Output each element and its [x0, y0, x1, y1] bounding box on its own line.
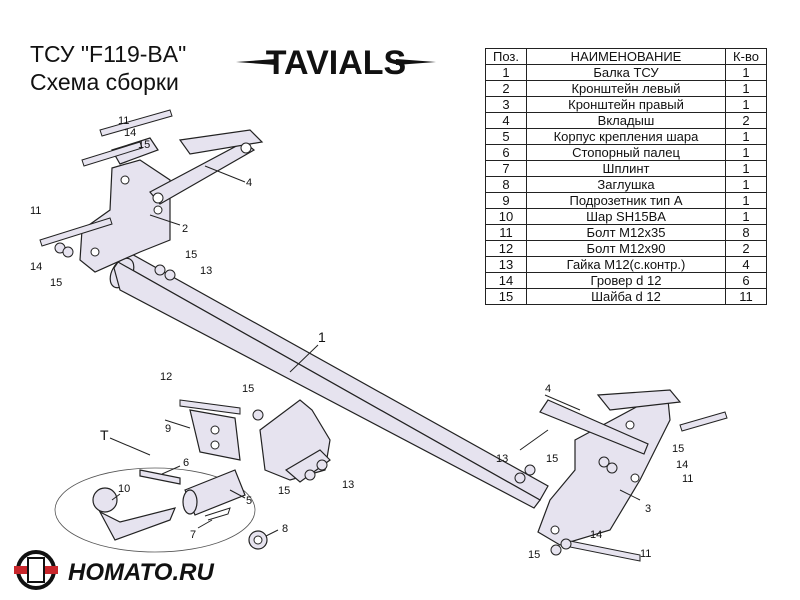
title-model: ТСУ "F119-BA"	[30, 41, 187, 67]
leader-lines	[109, 165, 641, 537]
homato-logo: HOMATO.RU	[14, 550, 214, 590]
tavials-logo: TAVIALS	[236, 44, 436, 82]
callout-11-b: 11	[30, 205, 41, 217]
cell-pos: 13	[485, 256, 527, 273]
callout-11-d: 11	[640, 548, 651, 560]
cell-qty: 11	[725, 288, 767, 305]
callout-15-f: 15	[546, 453, 558, 465]
cell-name: Болт М12х90	[526, 240, 726, 257]
right-insert	[519, 399, 649, 455]
callout-15-b: 15	[50, 277, 62, 289]
callout-15-a: 15	[138, 139, 150, 151]
callout-13-b: 13	[496, 453, 508, 465]
callout-9: 9	[165, 423, 171, 435]
callout-11-c: 11	[682, 473, 693, 485]
left-bracket	[79, 137, 171, 273]
cell-qty: 1	[725, 160, 767, 177]
callout-5: 5	[246, 495, 252, 507]
callout-2: 2	[182, 223, 188, 235]
cell-pos: 10	[485, 208, 527, 225]
cotter-pin	[204, 507, 231, 521]
callout-15-g: 15	[672, 443, 684, 455]
header-pos: Поз.	[485, 48, 527, 65]
callout-15-d: 15	[242, 383, 254, 395]
callout-7: 7	[190, 529, 196, 541]
callout-10: 10	[118, 483, 130, 495]
callout-13-a: 13	[200, 265, 212, 277]
callout-14-d: 14	[590, 529, 602, 541]
site-name: HOMATO.RU	[68, 559, 214, 586]
callout-14-c: 14	[676, 459, 688, 471]
callout-T: T	[100, 427, 109, 443]
callout-6: 6	[183, 457, 189, 469]
callout-14-a: 14	[124, 127, 136, 139]
callout-15-h: 15	[528, 549, 540, 561]
homato-emblem-icon	[14, 550, 58, 590]
callout-3: 3	[645, 503, 651, 515]
title-subtitle: Схема сборки	[30, 69, 179, 95]
cell-pos: 14	[485, 272, 527, 289]
callout-15-e: 15	[278, 485, 290, 497]
callout-12: 12	[160, 371, 172, 383]
callout-4-left: 4	[246, 177, 252, 189]
cell-name: Кронштейн левый	[526, 80, 726, 97]
callout-11-a: 11	[118, 115, 129, 127]
fasteners	[39, 109, 728, 562]
callouts: 1 2 3 4 4 5 6 7 8 9 10 11 11 11 11 12 13…	[30, 115, 693, 561]
callout-15-c: 15	[185, 249, 197, 261]
socket-bracket	[189, 409, 241, 461]
table-header-row: Поз. НАИМЕНОВАНИЕ К-во	[485, 48, 767, 65]
callout-1: 1	[318, 329, 326, 345]
cell-name: Шайба d 12	[526, 288, 726, 305]
tow-ball	[92, 487, 177, 541]
callout-8: 8	[282, 523, 288, 535]
cell-name: Кронштейн правый	[526, 96, 726, 113]
brand-name: TAVIALS	[266, 44, 406, 82]
ball-housing	[182, 469, 246, 516]
assembly-group-outline	[54, 467, 256, 553]
right-bracket	[537, 389, 682, 546]
callout-4-right: 4	[545, 383, 551, 395]
center-plate	[259, 399, 331, 483]
plug-cap	[248, 530, 268, 550]
diagram-title: ТСУ "F119-BA" Схема сборки	[30, 40, 186, 96]
left-insert	[149, 129, 264, 205]
locking-pin	[139, 469, 181, 485]
callout-13-c: 13	[342, 479, 354, 491]
callout-14-b: 14	[30, 261, 42, 273]
